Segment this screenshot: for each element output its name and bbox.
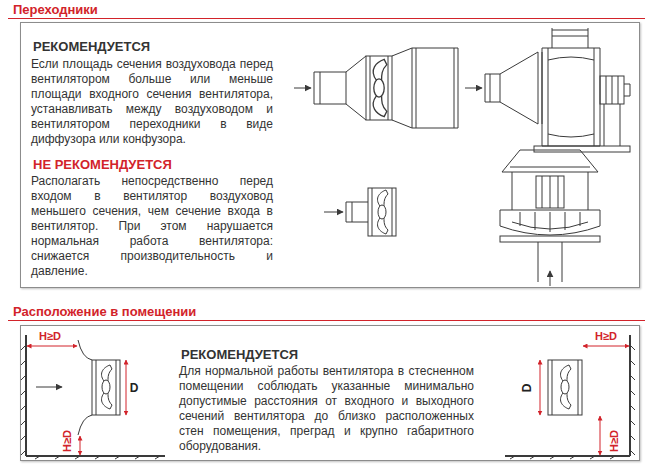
centrifugal-fan-with-transition — [465, 28, 630, 152]
label-holder: H≥D — [39, 330, 61, 343]
section-title: Переходники — [13, 2, 98, 17]
heading: РЕКОМЕНДУЕТСЯ — [181, 347, 298, 362]
label-holder: H≥D — [608, 430, 621, 452]
dimension-label: H≥D — [595, 330, 617, 343]
label-holder: H≥D — [61, 430, 74, 452]
section-rule — [8, 320, 645, 321]
dimension-label: H≥D — [608, 430, 621, 452]
fan-near-wall-right — [505, 335, 635, 459]
body-text: Располагать непосредственно перед входом… — [31, 174, 273, 279]
dimension-label: D — [521, 384, 534, 393]
label-holder: H≥D — [595, 330, 617, 343]
text-holder: РЕКОМЕНДУЕТСЯ — [33, 39, 150, 54]
axial-fan-small-duct — [324, 188, 396, 236]
body-text: Для нормальной работы вентилятора в стес… — [179, 364, 474, 454]
heading: РЕКОМЕНДУЕТСЯ — [33, 39, 150, 54]
dimension-label: H≥D — [39, 330, 61, 343]
dimension-label: H≥D — [61, 430, 74, 452]
text-holder: Если площадь сечения воздуховода перед в… — [31, 57, 273, 147]
text-holder: Располагать непосредственно перед входом… — [31, 174, 273, 279]
label-holder: D — [130, 382, 139, 395]
text-holder: РЕКОМЕНДУЕТСЯ — [181, 347, 298, 362]
info-panel: ПереходникиРЕКОМЕНДУЕТСЯЕсли площадь сеч… — [20, 22, 640, 288]
text-holder: Переходники — [13, 2, 98, 17]
text-holder: Расположение в помещении — [13, 304, 196, 319]
fan-near-wall-left — [21, 335, 165, 459]
heading: НЕ РЕКОМЕНДУЕТСЯ — [33, 157, 172, 172]
text-holder: НЕ РЕКОМЕНДУЕТСЯ — [33, 157, 172, 172]
dimension-label: D — [130, 382, 139, 395]
info-panel: Расположение в помещенииРЕКОМЕНДУЕТСЯДля… — [20, 325, 640, 461]
label-holder: D — [521, 384, 534, 393]
body-text: Если площадь сечения воздуховода перед в… — [31, 57, 273, 147]
roof-fan — [500, 150, 600, 286]
section-title: Расположение в помещении — [13, 304, 196, 319]
axial-fan-with-transition — [294, 48, 458, 128]
section-rule — [8, 18, 645, 19]
text-holder: Для нормальной работы вентилятора в стес… — [179, 364, 474, 454]
